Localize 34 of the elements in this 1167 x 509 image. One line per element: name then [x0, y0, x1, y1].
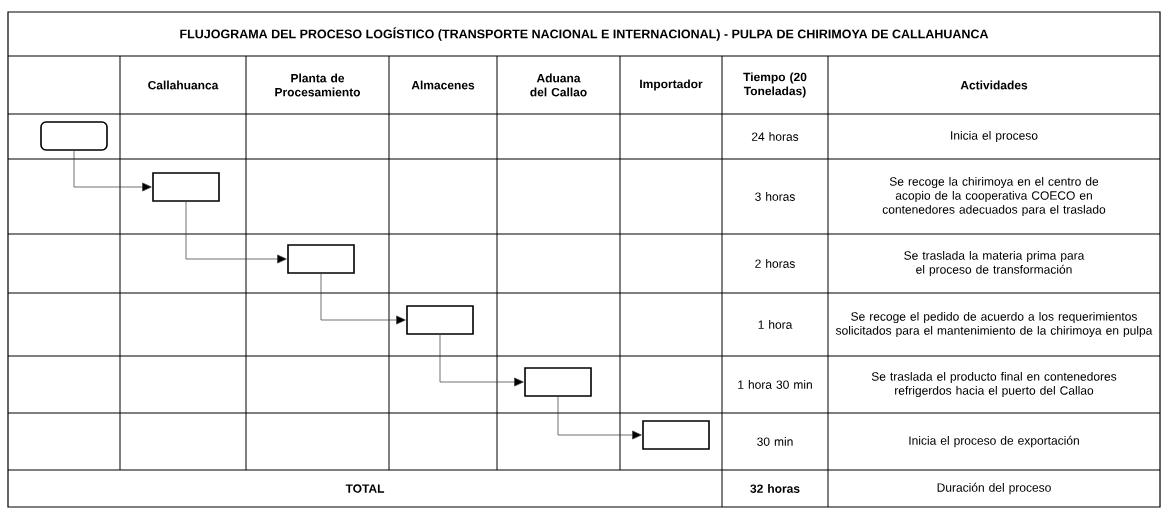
total-label: TOTAL [345, 484, 385, 493]
process-box [524, 367, 592, 397]
activity-text: Duración del proceso [937, 482, 1051, 495]
total-time: 32 horas [750, 484, 800, 493]
time-label: 2 horas [755, 259, 795, 268]
column-header: Almacenes [411, 80, 475, 90]
column-header: Tiempo (20 Toneladas) [743, 72, 807, 98]
time-label: 3 horas [755, 192, 795, 201]
activity-text: Se traslada la materia prima para el proceso de transformación [904, 250, 1085, 277]
activity-text: Inicia el proceso [951, 130, 1038, 143]
time-label: 1 hora 30 min [738, 380, 812, 389]
time-label: 1 hora [758, 320, 793, 329]
activity-text: Inicia el proceso de exportación [909, 435, 1079, 448]
column-header: Aduana del Callao [530, 73, 587, 97]
arrow [73, 150, 152, 192]
process-box [406, 305, 474, 335]
column-header: Callahuanca [148, 80, 219, 90]
column-header: Actividades [960, 80, 1028, 90]
activity-text: Se traslada el producto final en contenedores refrigerdos hacia el puerto del Callao [871, 371, 1117, 398]
process-box [287, 244, 355, 274]
column-header: Importador [640, 79, 703, 91]
arrow [439, 334, 524, 387]
title: FLUJOGRAMA DEL PROCESO LOGÍSTICO (TRANSPORTE NACIONAL E INTERNACIONAL) - PULPA DE CHIRIMOYA DE CALLAHUANCA [180, 27, 989, 41]
time-label: 30 min [757, 437, 793, 446]
time-label: 24 horas [751, 132, 799, 141]
start-box [40, 121, 108, 151]
activity-text: Se recoge la chirimoya en el centro de acopio de la cooperativa COECO en contenedores adecuados para el traslado [882, 176, 1106, 217]
arrow [557, 396, 642, 440]
column-header: Planta de Procesamiento [275, 73, 361, 97]
arrow [185, 201, 287, 264]
activity-text: Se recoge el pedido de acuerdo a los requerimientos solicitados para el mantenimiento de la chirimoya en pulpa [835, 311, 1153, 338]
process-box [642, 420, 710, 450]
arrow [320, 273, 406, 325]
process-box [152, 172, 220, 202]
